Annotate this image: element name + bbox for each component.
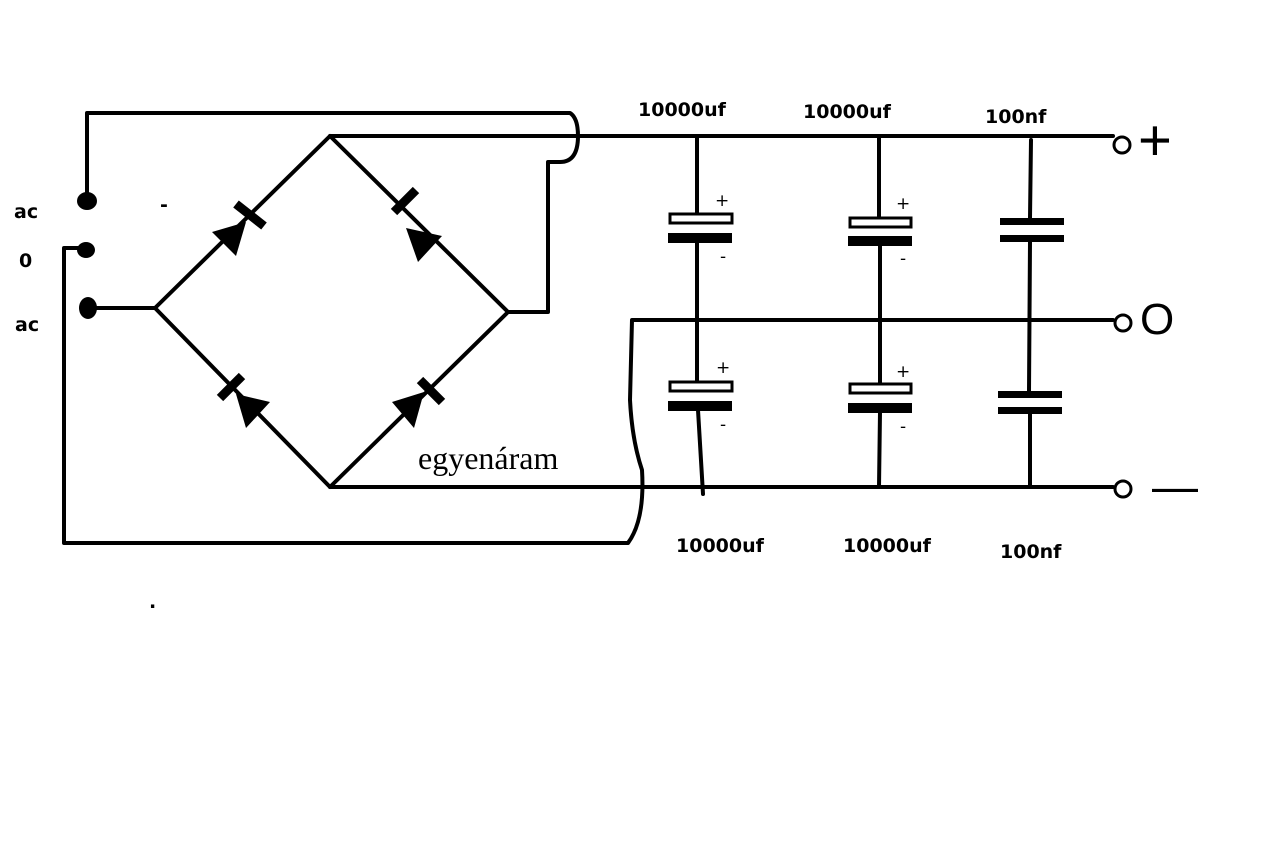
diode-icon (390, 186, 442, 262)
cap-value-bottom-3: 100nf (1000, 541, 1062, 563)
cap-value-top-3: 100nf (985, 106, 1047, 128)
cap-column-3 (1027, 138, 1033, 489)
input-terminal-top (77, 192, 97, 210)
ceramic-capacitor (1000, 218, 1064, 242)
input-label-ac-top: ac (14, 201, 38, 223)
cap-polarity-minus: - (720, 415, 726, 435)
output-label-negative: — (1152, 460, 1198, 512)
output-label-positive: + (1138, 108, 1172, 173)
cap-column-1 (695, 134, 705, 496)
diode-icon (216, 372, 270, 428)
output-terminal-positive (1112, 135, 1132, 155)
ceramic-capacitor (998, 391, 1062, 414)
output-terminal-zero (1113, 313, 1133, 333)
electrolytic-capacitor (848, 216, 913, 246)
cap-value-bottom-1: 10000uf (676, 535, 765, 557)
stray-dot: . (149, 591, 156, 613)
cap-polarity-minus: - (720, 247, 726, 267)
cap-column-2 (877, 134, 882, 489)
diode-icon (392, 376, 446, 428)
bridge-rectifier (153, 134, 510, 489)
dc-label: egyenáram (418, 440, 558, 476)
input-label-zero: 0 (19, 250, 32, 272)
input-label-ac-bottom: ac (15, 314, 39, 336)
cap-polarity-minus: - (900, 249, 906, 269)
electrolytic-capacitor (668, 380, 734, 411)
cap-value-top-1: 10000uf (638, 99, 727, 121)
output-label-zero: O (1140, 295, 1174, 344)
bridge-minus-label: - (160, 194, 168, 216)
diode-icon (212, 200, 267, 256)
electrolytic-capacitor (848, 382, 913, 413)
input-terminal-bottom (79, 297, 97, 319)
wire-zero-tap (62, 246, 1115, 545)
input-terminal-mid (77, 242, 95, 258)
electrolytic-capacitor (668, 212, 734, 243)
cap-polarity-plus: + (716, 358, 730, 378)
cap-polarity-plus: + (896, 194, 910, 214)
output-terminal-negative (1113, 479, 1133, 499)
cap-value-bottom-2: 10000uf (843, 535, 932, 557)
cap-polarity-plus: + (715, 191, 729, 211)
cap-polarity-minus: - (900, 417, 906, 437)
cap-polarity-plus: + (896, 362, 910, 382)
cap-value-top-2: 10000uf (803, 101, 892, 123)
